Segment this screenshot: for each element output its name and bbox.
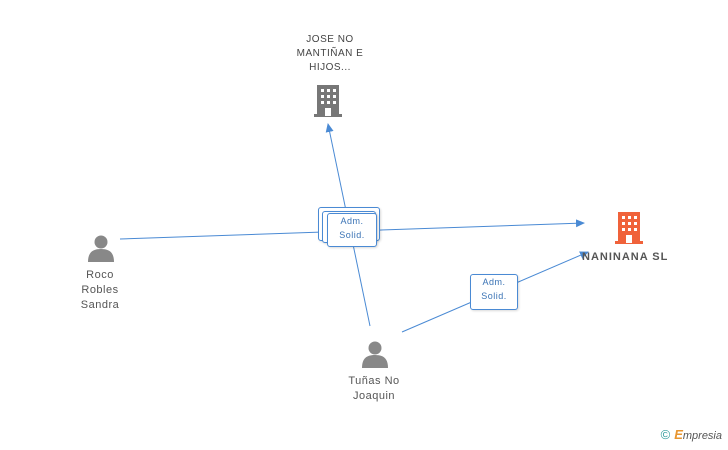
person-name-line: Robles [81, 284, 119, 296]
company-name-jose[interactable]: JOSE NO MANTIÑAN E HIJOS... [275, 33, 385, 75]
person-name-line: Sandra [80, 299, 120, 311]
brand-logo-initial: E [674, 427, 683, 442]
focus-company-name[interactable]: NANINANA SL [582, 251, 669, 263]
copyright-brand[interactable]: ©Empresia [661, 427, 722, 442]
company-name-line: MANTIÑAN E [296, 48, 364, 59]
brand-logo-text: mpresia [682, 430, 722, 442]
edge-label-badge-front[interactable]: Adm. Solid. [327, 213, 377, 247]
person-icon[interactable] [87, 234, 115, 262]
edge-label-badge-right[interactable]: Adm. Solid. [470, 274, 518, 310]
badge-role-type: Solid. [339, 230, 365, 240]
badge-role: Adm. [340, 216, 364, 226]
badge-role-type: Solid. [481, 291, 507, 301]
focus-building-icon[interactable] [613, 210, 645, 245]
company-name-line: HIJOS... [309, 62, 351, 73]
person-name-line: Tuñas No [348, 375, 400, 387]
person-icon[interactable] [361, 340, 389, 368]
person-name-tunas[interactable]: Tuñas No Joaquin [322, 374, 426, 404]
person-name-roco[interactable]: Roco Robles Sandra [55, 268, 145, 313]
building-icon[interactable] [312, 83, 344, 118]
copyright-icon: © [660, 427, 671, 442]
company-name-line: JOSE NO [306, 34, 354, 45]
person-name-line: Roco [86, 269, 114, 281]
person-name-line: Joaquin [352, 390, 396, 402]
badge-role: Adm. [482, 277, 506, 287]
